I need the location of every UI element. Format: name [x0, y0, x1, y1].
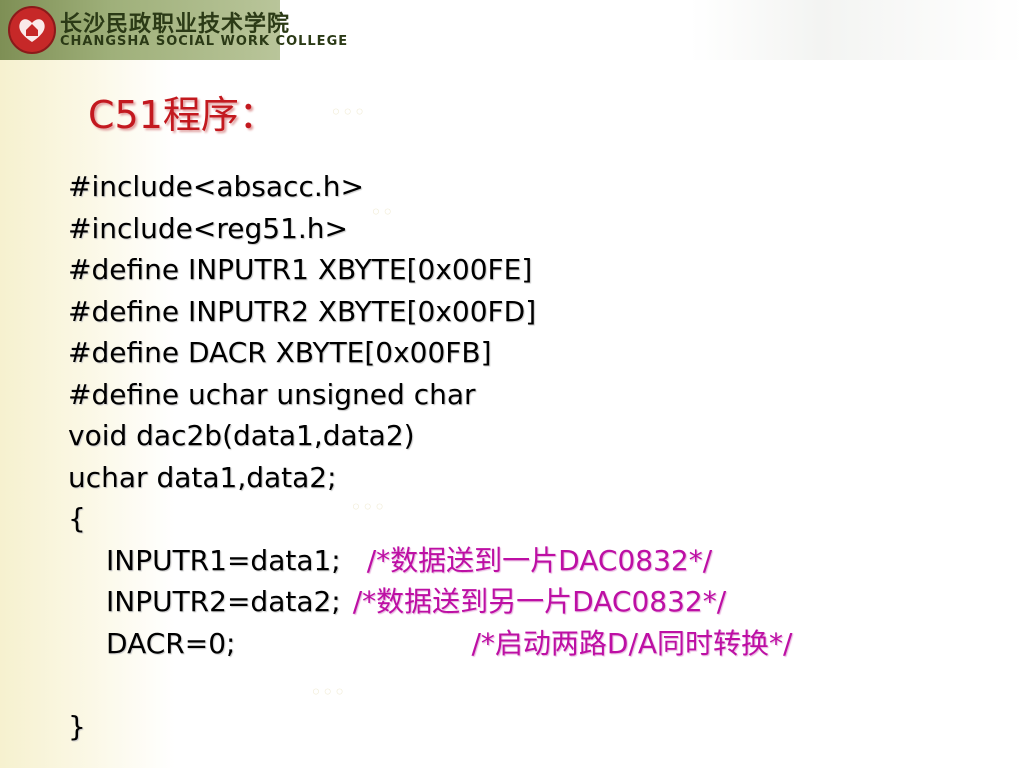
college-name-en: CHANGSHA SOCIAL WORK COLLEGE [60, 34, 349, 49]
statement-comment: /*启动两路D/A同时转换*/ [471, 626, 793, 660]
background-decoration: ◦◦◦ [310, 680, 346, 704]
code-line: #define DACR XBYTE[0x00FB] [68, 336, 492, 369]
statement-comment: /*数据送到另一片DAC0832*/ [352, 585, 727, 618]
slide-title: C51程序： [88, 93, 277, 137]
code-line [68, 664, 968, 706]
college-logo-banner: 长沙民政职业技术学院 CHANGSHA SOCIAL WORK COLLEGE [0, 0, 347, 60]
code-statement: INPUTR2=data2; /*数据送到另一片DAC0832*/ [68, 581, 968, 623]
statement-comment: /*数据送到一片DAC0832*/ [366, 543, 713, 577]
code-block: #include<absacc.h> #include<reg51.h> #de… [68, 166, 968, 747]
college-name-cn: 长沙民政职业技术学院 [60, 12, 291, 37]
statement-code: INPUTR1=data1; [106, 543, 341, 577]
background-decoration: ◦◦◦ [350, 495, 386, 519]
header-bar: 长沙民政职业技术学院 CHANGSHA SOCIAL WORK COLLEGE [0, 0, 1024, 60]
background-decoration: ◦◦ [370, 200, 394, 224]
code-line: #define uchar unsigned char [68, 377, 476, 411]
statement-code: DACR=0; [106, 626, 236, 660]
code-line: #include<reg51.h> [68, 211, 348, 245]
code-line: { [68, 502, 86, 535]
code-line: void dac2b(data1,data2) [68, 419, 415, 452]
code-line: uchar data1,data2; [68, 460, 337, 494]
code-line: #define INPUTR2 XBYTE[0x00FD] [68, 294, 537, 328]
code-statement: INPUTR1=data1; /*数据送到一片DAC0832*/ [68, 540, 968, 582]
background-decoration: ◦◦◦ [330, 100, 366, 124]
code-line: #define INPUTR1 XBYTE[0x00FE] [68, 253, 533, 286]
code-closing-brace: } [68, 709, 86, 743]
code-line: #include<absacc.h> [68, 170, 364, 203]
heart-emblem-icon [8, 6, 56, 54]
code-statement: DACR=0; /*启动两路D/A同时转换*/ [68, 623, 968, 665]
statement-code: INPUTR2=data2; [106, 585, 341, 618]
